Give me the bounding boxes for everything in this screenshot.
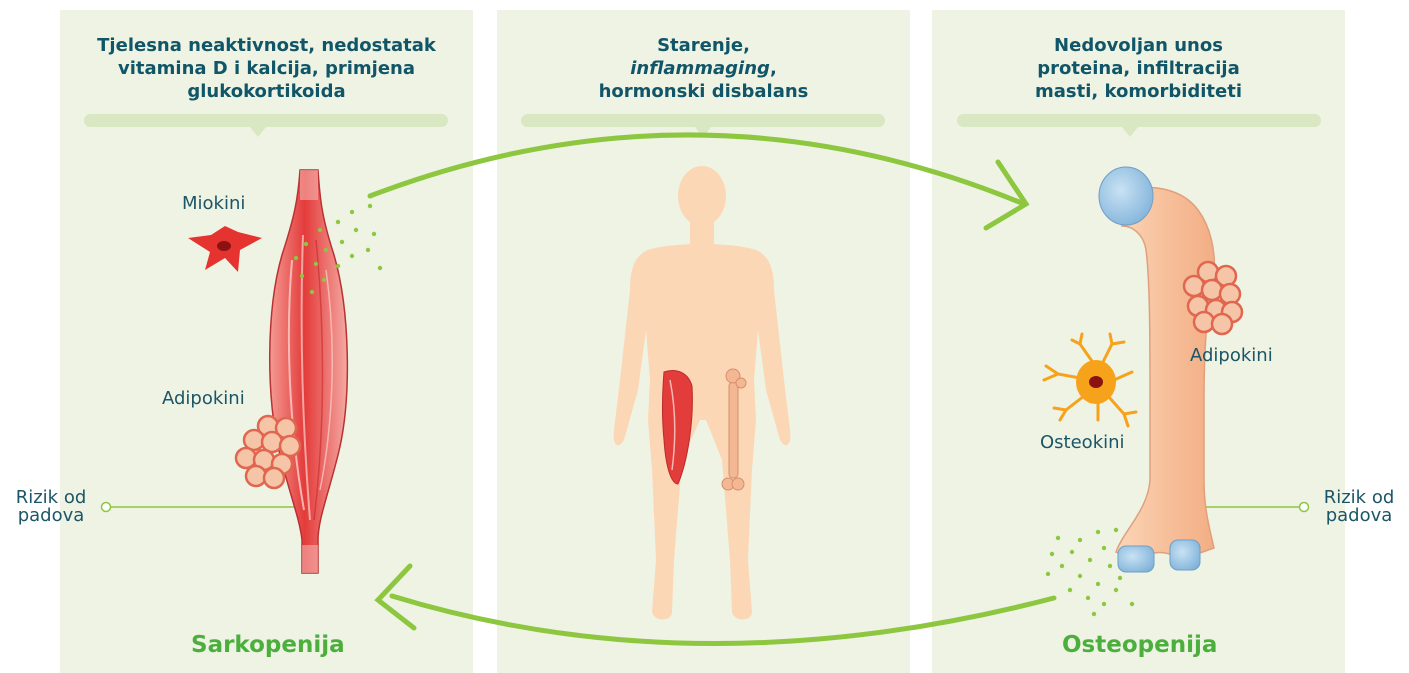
heading-middle-line-1: Starenje, [497, 34, 910, 57]
risk-label-right: Rizik od padova [1316, 487, 1402, 527]
label-miokini: Miokini [182, 193, 245, 215]
arrow-bottom [378, 566, 1054, 644]
heading-bar-left [84, 114, 448, 137]
label-adipokini-left: Adipokini [162, 388, 245, 410]
risk-label-left-line-2: padova [8, 505, 94, 527]
heading-right-line-2: proteina, infiltracija [932, 57, 1345, 80]
risk-label-right-line-2: padova [1316, 505, 1402, 527]
human-body-icon [614, 166, 791, 620]
heading-left-line-2: vitamina D i kalcija, primjena [60, 57, 473, 80]
myokine-cell-icon [188, 226, 262, 272]
muscle-icon [270, 170, 348, 573]
risk-label-left: Rizik od padova [8, 487, 94, 527]
heading-left: Tjelesna neaktivnost, nedostatak vitamin… [60, 34, 473, 103]
heading-middle-line-3: hormonski disbalans [497, 80, 910, 103]
heading-bar-right [957, 114, 1321, 137]
heading-right-line-1: Nedovoljan unos [932, 34, 1345, 57]
heading-middle-comma: , [770, 58, 777, 79]
risk-line-left [102, 503, 303, 512]
heading-middle-italic: inflammaging [630, 58, 770, 79]
heading-right-line-3: masti, komorbiditeti [932, 80, 1345, 103]
outcome-sarkopenija: Sarkopenija [191, 632, 345, 658]
heading-left-line-3: glukokortikoida [60, 80, 473, 103]
osteocyte-icon [1044, 334, 1136, 426]
label-adipokini-right: Adipokini [1190, 345, 1273, 367]
label-osteokini: Osteokini [1040, 432, 1125, 454]
heading-middle: Starenje, inflammaging, hormonski disbal… [497, 34, 910, 103]
outcome-osteopenija: Osteopenija [1062, 632, 1217, 658]
heading-left-line-1: Tjelesna neaktivnost, nedostatak [60, 34, 473, 57]
heading-middle-line-2: inflammaging, [497, 57, 910, 80]
heading-right: Nedovoljan unos proteina, infiltracija m… [932, 34, 1345, 103]
bone-icon [1099, 167, 1214, 572]
